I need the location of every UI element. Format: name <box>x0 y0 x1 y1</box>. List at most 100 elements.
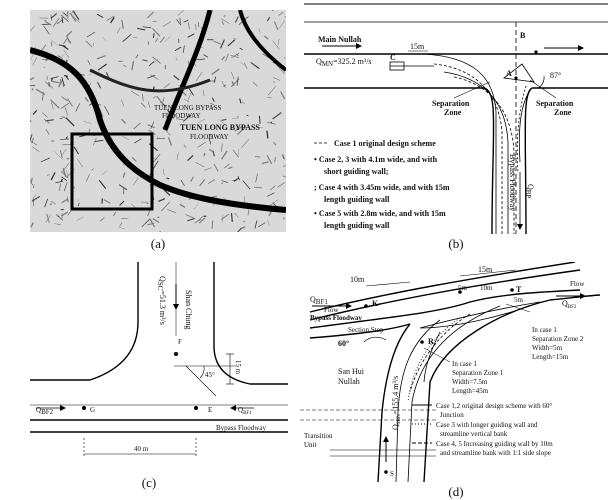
map-texture-stroke <box>142 59 148 62</box>
map-texture-stroke <box>122 136 130 141</box>
map-texture-stroke <box>56 19 63 25</box>
map-texture-stroke <box>50 99 60 109</box>
map-texture-stroke <box>92 137 97 146</box>
map-texture-stroke <box>276 65 285 75</box>
map-texture-stroke <box>54 223 62 226</box>
map-texture-stroke <box>185 214 195 219</box>
point-c-label: C <box>390 53 396 62</box>
map-texture-stroke <box>183 144 187 148</box>
map-texture-stroke <box>272 40 280 50</box>
map-texture-stroke <box>142 93 144 102</box>
map-texture-stroke <box>254 220 258 229</box>
map-road <box>238 10 286 72</box>
map-texture-stroke <box>154 37 159 43</box>
map-texture-stroke <box>221 119 227 121</box>
map-texture-stroke <box>131 203 136 208</box>
map-texture-stroke <box>67 138 69 141</box>
q-shn-label: QSHN=155.4 m³/s <box>391 376 402 430</box>
map-texture-stroke <box>284 16 286 18</box>
map-texture-stroke <box>258 28 261 34</box>
map-texture-stroke <box>157 216 160 219</box>
map-texture-stroke <box>187 218 195 222</box>
map-texture-stroke <box>211 220 214 230</box>
panel-d-diagram: 10m 15m QBF1 Flow Bypass Floodway K 5m 1… <box>300 262 608 482</box>
map-texture-stroke <box>277 182 286 188</box>
map-texture-stroke <box>122 172 126 178</box>
map-texture-stroke <box>131 61 135 71</box>
map-texture-stroke <box>167 209 177 214</box>
san-hui-nullah-label: Nullah <box>338 377 360 386</box>
map-texture-stroke <box>116 27 121 34</box>
map-texture-stroke <box>141 102 146 108</box>
map-texture-stroke <box>195 72 203 82</box>
map-texture-stroke <box>141 218 151 228</box>
map-texture-stroke <box>68 16 70 18</box>
map-texture-stroke <box>103 199 111 204</box>
map-texture-stroke <box>210 105 216 110</box>
dim-15m-label: 15 m <box>234 360 242 375</box>
study-area-box <box>70 132 154 211</box>
map-texture-stroke <box>31 137 35 144</box>
map-texture-stroke <box>147 11 154 19</box>
map-texture-stroke <box>187 86 194 96</box>
map-texture-stroke <box>106 15 115 21</box>
legend-item: ; Case 4 with 3.45m wide, and with 15m <box>314 183 450 192</box>
map-texture-stroke <box>50 200 57 205</box>
map-texture-stroke <box>236 126 246 135</box>
map-texture-stroke <box>147 101 151 109</box>
map-texture-stroke <box>163 83 171 89</box>
legend-item: length guiding wall <box>324 195 390 204</box>
map-texture-stroke <box>156 95 164 105</box>
angle-87-label: 87° <box>550 71 561 80</box>
map-texture-stroke <box>66 34 70 43</box>
case1-zone2-label: Separation Zone 2 <box>532 335 584 343</box>
map-image: TUEN LONG BYPASS FLOODWAY TUEN LONG BYPA… <box>30 10 286 232</box>
map-texture-stroke <box>51 80 59 84</box>
map-texture-stroke <box>60 102 70 109</box>
map-texture-stroke <box>272 141 277 146</box>
map-texture-stroke <box>281 154 285 160</box>
map-texture-stroke <box>211 97 215 102</box>
map-label: TUEN LONG BYPASS <box>180 123 260 132</box>
map-texture-stroke <box>60 138 69 140</box>
map-texture-stroke <box>97 63 108 71</box>
map-texture-stroke <box>30 180 34 186</box>
map-texture-stroke <box>234 16 239 23</box>
legend-item: Case 1,2 original design scheme with 60° <box>436 402 552 410</box>
point-f-label: F <box>178 338 182 346</box>
map-texture-stroke <box>176 19 181 26</box>
map-texture-stroke <box>60 14 69 23</box>
map-texture-stroke <box>163 168 165 176</box>
map-texture-stroke <box>212 150 215 157</box>
q-bf1-label: QBF1 <box>310 295 328 306</box>
map-texture-stroke <box>202 89 205 96</box>
map-texture-stroke <box>102 37 107 41</box>
map-texture-stroke <box>152 56 161 64</box>
map-texture-stroke <box>254 186 263 189</box>
map-texture-stroke <box>96 13 104 19</box>
map-texture-stroke <box>221 180 229 183</box>
map-texture-stroke <box>32 184 35 189</box>
map-texture-stroke <box>43 118 50 124</box>
map-texture-stroke <box>234 212 239 218</box>
case1-zone2-label: Width=5m <box>532 344 563 352</box>
map-texture-stroke <box>183 45 185 53</box>
map-texture-stroke <box>79 135 85 138</box>
map-texture-stroke <box>174 46 182 52</box>
legend-item: short guiding wall; <box>324 167 389 176</box>
map-texture-stroke <box>62 12 69 17</box>
map-texture-stroke <box>50 172 56 181</box>
map-texture-stroke <box>272 112 282 120</box>
q-bf2-label: QBF2 <box>36 406 54 416</box>
map-texture-stroke <box>96 55 106 60</box>
map-texture-stroke <box>153 59 158 64</box>
point-s-label: S <box>390 470 394 478</box>
map-texture-stroke <box>46 213 50 223</box>
map-texture-stroke <box>235 53 239 57</box>
map-texture-stroke <box>91 168 94 171</box>
map-texture-stroke <box>266 192 275 197</box>
map-texture-stroke <box>67 98 73 107</box>
map-texture-stroke <box>272 77 280 81</box>
map-texture-stroke <box>61 17 64 23</box>
map-texture-stroke <box>164 36 171 42</box>
